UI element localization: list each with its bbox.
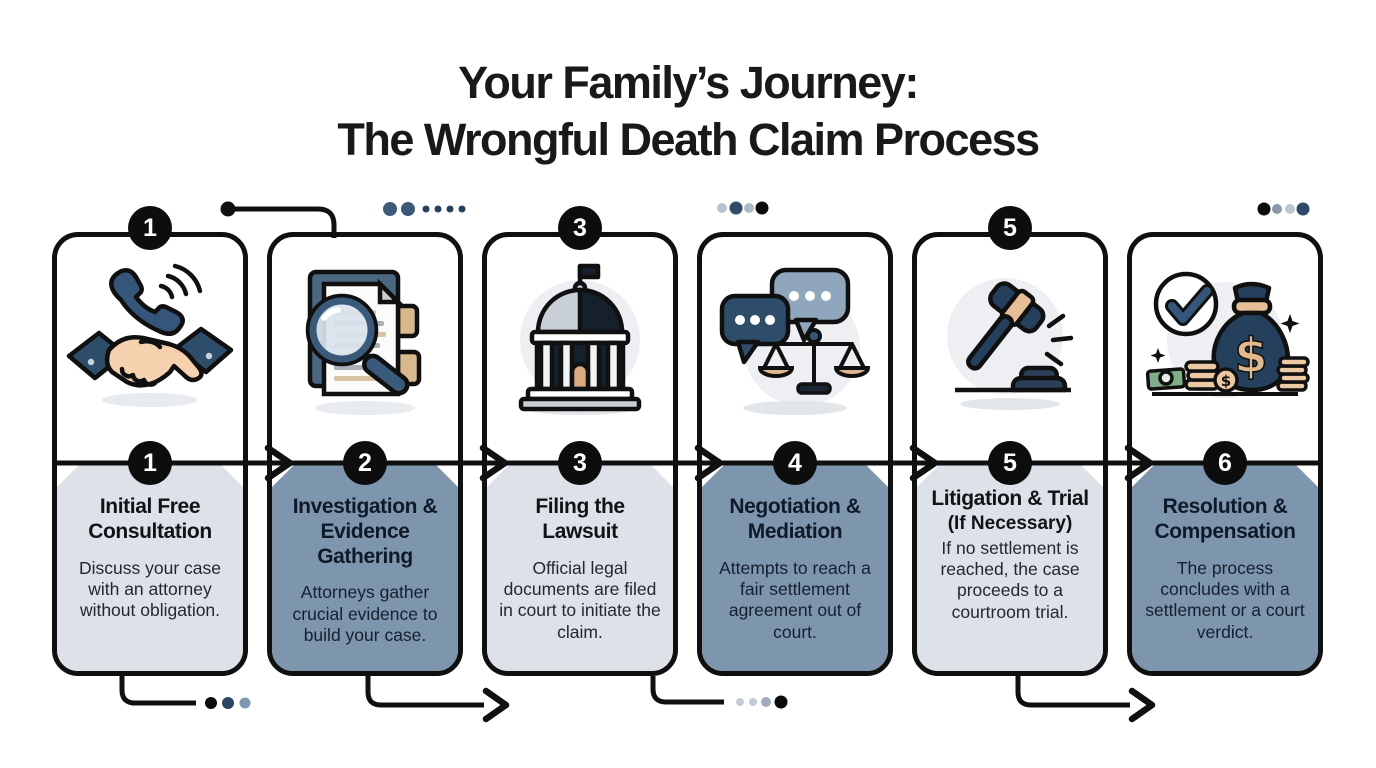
step-4-text-box: Negotiation & Mediation Attempts to reac… <box>702 461 888 671</box>
step-6-description: The process concludes with a settlement … <box>1145 557 1305 642</box>
step-5-heading: Litigation & Trial <box>931 487 1089 510</box>
handshake-phone-icon <box>66 263 234 407</box>
svg-text:$: $ <box>1234 328 1267 384</box>
step-card-3-frame: Filing the Lawsuit Official legal docume… <box>482 232 678 676</box>
step-1-heading: Initial Free Consultation <box>88 495 212 543</box>
magnifier-documents-icon <box>305 269 422 415</box>
step-2-icon-area <box>280 253 450 429</box>
step-2-heading: Investigation & Evidence Gathering <box>292 495 438 568</box>
step-6-heading: Resolution & Compensation <box>1154 495 1296 543</box>
step-3-number-badge: 3 <box>558 441 602 485</box>
page-title: Your Family’s Journey: The Wrongful Deat… <box>0 54 1376 168</box>
step-card-5: Litigation & Trial (If Necessary) If no … <box>912 206 1108 676</box>
bottom-connector-card-1 <box>119 676 251 709</box>
step-1-description: Discuss your case with an attorney witho… <box>79 557 221 621</box>
bottom-connector-card-2 <box>365 676 510 723</box>
step-card-5-frame: Litigation & Trial (If Necessary) If no … <box>912 232 1108 676</box>
dots-above-card-6 <box>1257 202 1310 216</box>
step-card-6: $ <box>1127 232 1323 676</box>
bottom-connector-card-5 <box>1015 676 1156 723</box>
step-2-text-box: Investigation & Evidence Gathering Attor… <box>272 461 458 671</box>
step-3-top-badge: 3 <box>558 206 602 250</box>
svg-text:$: $ <box>1221 372 1231 390</box>
dots-above-card-2 <box>383 202 466 216</box>
step-5-description: If no settlement is reached, the case pr… <box>940 537 1080 622</box>
step-5-text-box: Litigation & Trial (If Necessary) If no … <box>917 461 1103 671</box>
step-3-icon-area <box>495 253 665 429</box>
step-3-text-box: Filing the Lawsuit Official legal docume… <box>487 461 673 671</box>
checkmark-money-bag-icon: $ <box>1145 271 1310 398</box>
step-1-top-badge: 1 <box>128 206 172 250</box>
step-6-icon-area: $ <box>1140 253 1310 429</box>
step-1-number-badge: 1 <box>128 441 172 485</box>
step-4-heading: Negotiation & Mediation <box>729 495 861 543</box>
step-4-description: Attempts to reach a fair settlement agre… <box>719 557 871 642</box>
step-1-icon-area <box>65 253 235 429</box>
step-1-text-box: Initial Free Consultation Discuss your c… <box>57 461 243 671</box>
chat-bubbles-scales-icon <box>719 267 871 415</box>
step-4-icon-area <box>710 253 880 429</box>
step-3-description: Official legal documents are filed in co… <box>499 557 661 642</box>
step-2-description: Attorneys gather crucial evidence to bui… <box>292 582 438 645</box>
step-6-number-badge: 6 <box>1203 441 1247 485</box>
dots-above-card-4 <box>717 201 769 215</box>
step-5-top-badge: 5 <box>988 206 1032 250</box>
step-card-1-frame: Initial Free Consultation Discuss your c… <box>52 232 248 676</box>
step-card-3: Filing the Lawsuit Official legal docume… <box>482 206 678 676</box>
courthouse-icon <box>518 263 642 415</box>
step-5-number-badge: 5 <box>988 441 1032 485</box>
step-5-icon-area <box>925 253 1095 429</box>
page-title-line2: The Wrongful Death Claim Process <box>337 114 1040 166</box>
step-card-2: Investigation & Evidence Gathering Attor… <box>267 232 463 676</box>
step-5-subheading: (If Necessary) <box>947 512 1073 534</box>
gavel-icon <box>947 278 1074 410</box>
step-4-number-badge: 4 <box>773 441 817 485</box>
step-card-4: Negotiation & Mediation Attempts to reac… <box>697 232 893 676</box>
bottom-connector-card-3 <box>650 676 788 709</box>
page-title-line1: Your Family’s Journey: <box>458 57 919 108</box>
step-2-number-badge: 2 <box>343 441 387 485</box>
step-3-heading: Filing the Lawsuit <box>535 495 625 543</box>
step-card-1: Initial Free Consultation Discuss your c… <box>52 206 248 676</box>
step-card-6-frame: $ <box>1127 232 1323 676</box>
step-6-text-box: Resolution & Compensation The process co… <box>1132 461 1318 671</box>
